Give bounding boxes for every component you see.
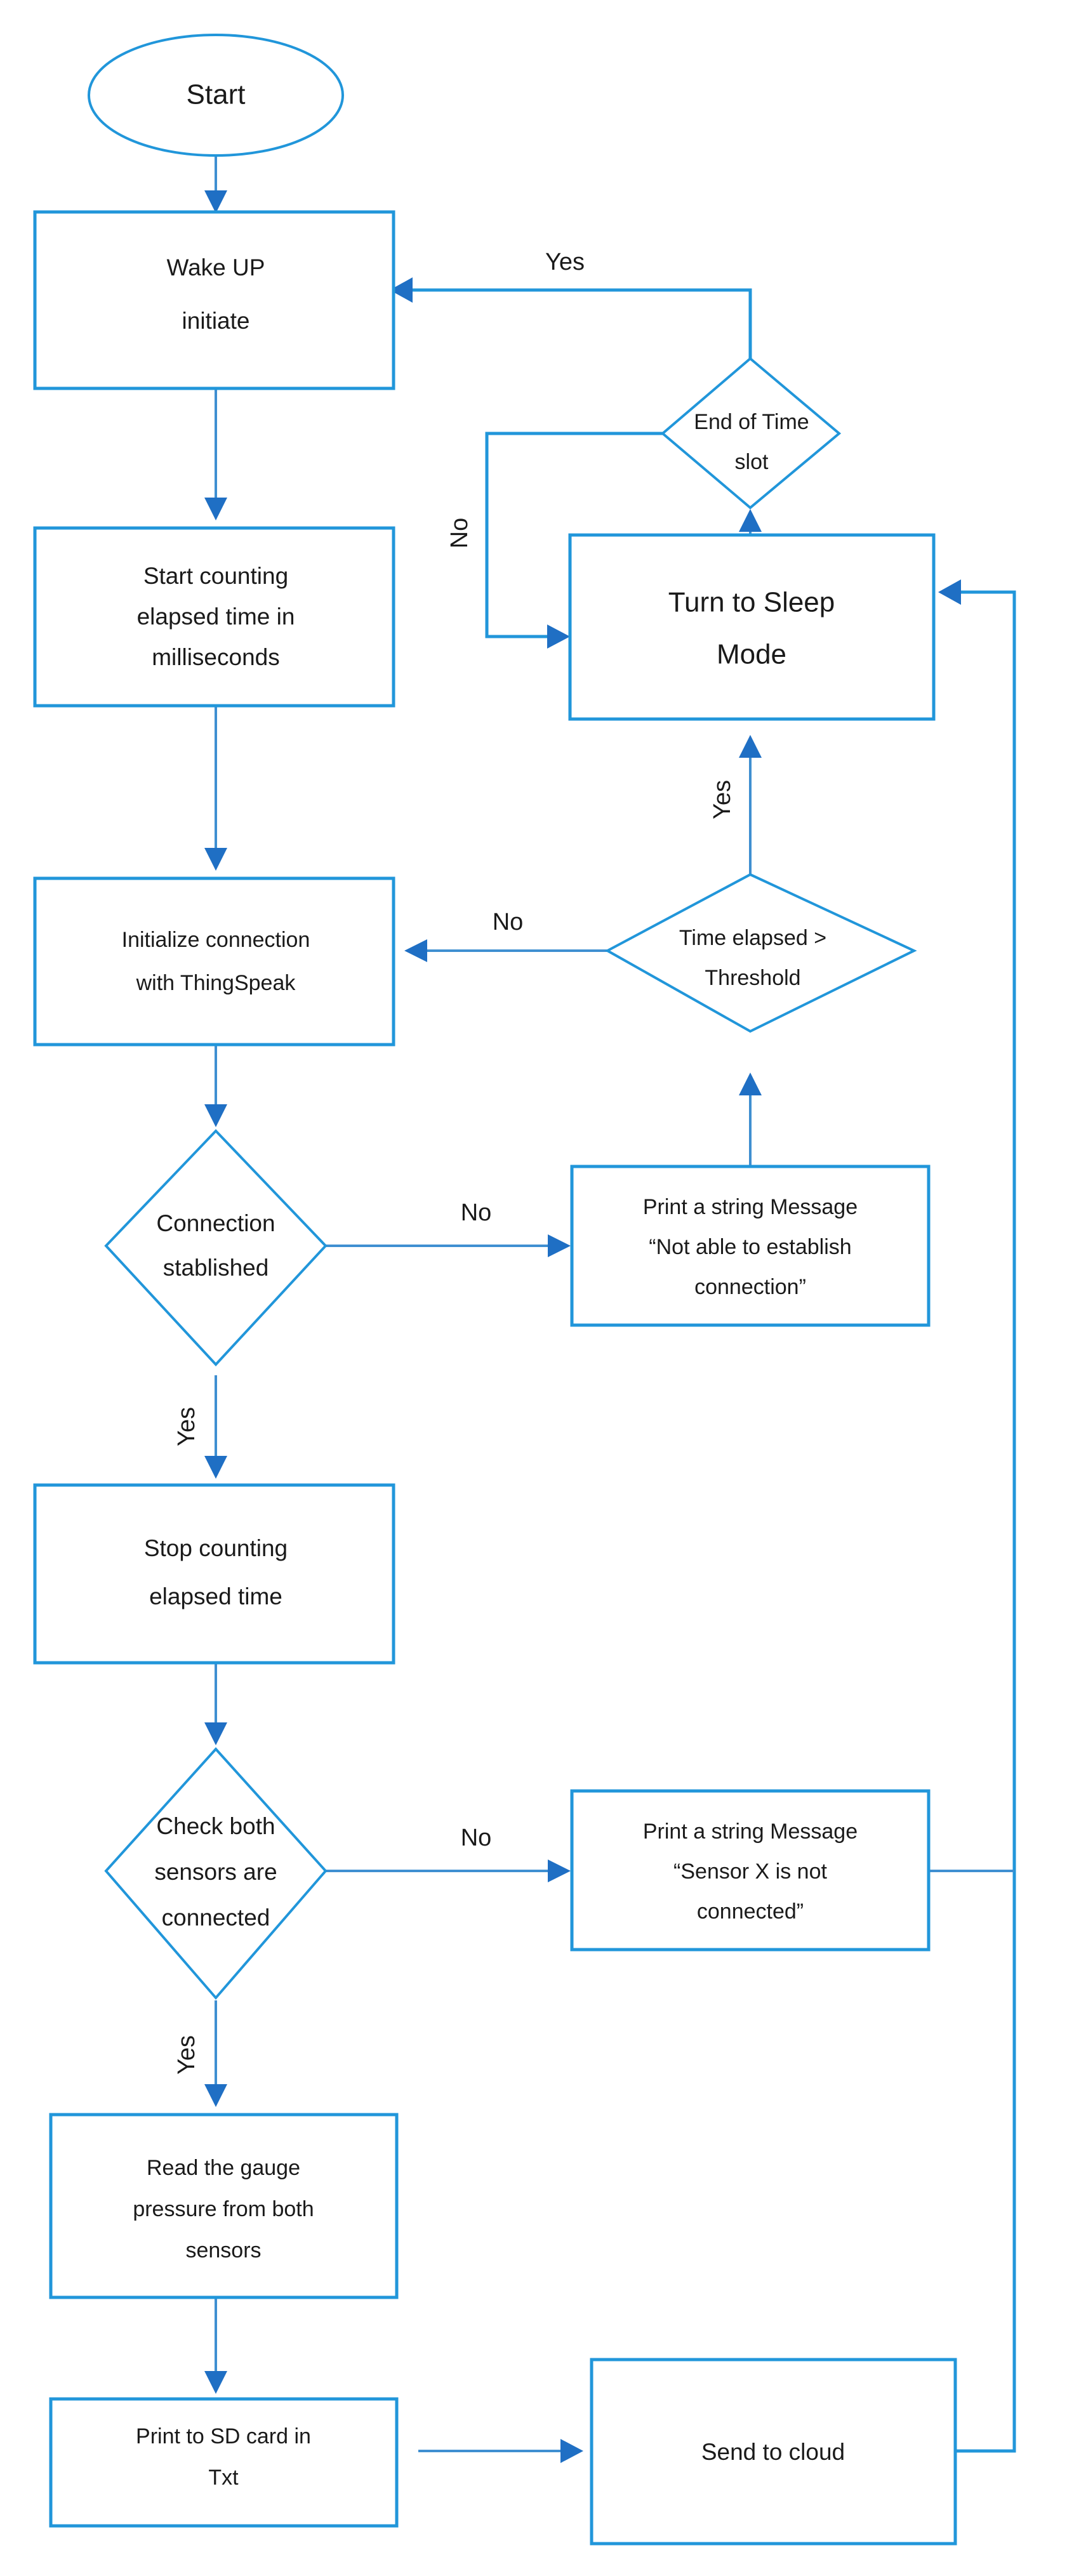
- node-cloud-label: Send to cloud: [701, 2439, 845, 2465]
- node-thresh-line1: Time elapsed >: [679, 926, 826, 950]
- node-read-line3: sensors: [185, 2238, 261, 2262]
- node-start-label: Start: [187, 79, 246, 110]
- node-read-line2: pressure from both: [133, 2197, 314, 2221]
- edge-wake-to-start-counting: [204, 388, 227, 520]
- node-initialize-connection[interactable]: Initialize connection with ThingSpeak: [33, 876, 395, 1047]
- node-wake-line2: initiate: [182, 308, 250, 334]
- edge-print-sd-to-cloud: [418, 2439, 583, 2463]
- edge-start-counting-to-init: [204, 706, 227, 871]
- node-conn-line2: stablished: [163, 1255, 269, 1281]
- edge-threshold-no-to-init: [404, 939, 607, 962]
- node-chk-line3: connected: [162, 1905, 270, 1931]
- edge-label-no-sensors-message: No: [461, 1825, 492, 1851]
- node-stop-counting[interactable]: Stop counting elapsed time: [33, 1483, 395, 1665]
- node-send-to-cloud[interactable]: Send to cloud: [590, 2358, 957, 2546]
- edge-sensors-no-to-message: [326, 1859, 571, 1882]
- node-print-sd-card[interactable]: Print to SD card in Txt: [49, 2397, 399, 2528]
- node-sd-line2: Txt: [208, 2466, 239, 2490]
- node-start-counting[interactable]: Start counting elapsed time in milliseco…: [33, 526, 395, 708]
- node-sleep-line1: Turn to Sleep: [668, 587, 835, 618]
- node-msgconn-line1: Print a string Message: [643, 1195, 858, 1219]
- node-count-line3: milliseconds: [152, 644, 280, 670]
- node-message-no-connection[interactable]: Print a string Message “Not able to esta…: [570, 1165, 931, 1327]
- node-init-line1: Initialize connection: [122, 928, 310, 952]
- node-wake-up-initiate[interactable]: Wake UP initiate: [33, 210, 395, 390]
- edge-label-no-timeslot-sleep: No: [446, 518, 473, 549]
- node-init-line2: with ThingSpeak: [136, 971, 296, 995]
- edge-connection-yes-to-stop: [204, 1375, 227, 1479]
- edge-label-yes-sensors-read: Yes: [173, 2035, 200, 2075]
- edge-label-yes-timeslot-wake: Yes: [545, 249, 585, 275]
- node-message-sensor-not-connected[interactable]: Print a string Message “Sensor X is not …: [570, 1789, 931, 1952]
- node-end-of-time-slot[interactable]: End of Time slot: [660, 357, 842, 510]
- node-msgconn-line3: connection”: [694, 1275, 806, 1299]
- node-count-line2: elapsed time in: [137, 604, 295, 630]
- node-chk-line2: sensors are: [154, 1859, 277, 1885]
- node-thresh-line2: Threshold: [705, 966, 800, 990]
- node-check-sensors[interactable]: Check both sensors are connected: [104, 1747, 328, 2000]
- node-count-line1: Start counting: [143, 563, 288, 589]
- node-time-elapsed-threshold[interactable]: Time elapsed > Threshold: [604, 873, 917, 1033]
- edge-threshold-yes-to-sleep: [739, 735, 762, 876]
- edge-label-yes-threshold-sleep: Yes: [709, 780, 736, 819]
- edge-init-to-connection-check: [204, 1045, 227, 1127]
- node-read-gauge-pressure[interactable]: Read the gauge pressure from both sensor…: [49, 2113, 399, 2299]
- node-msgsens-line1: Print a string Message: [643, 1820, 858, 1844]
- node-stop-line2: elapsed time: [149, 1583, 282, 1609]
- node-msgsens-line3: connected”: [697, 1899, 804, 1924]
- node-wake-line1: Wake UP: [167, 254, 265, 281]
- node-slot-line1: End of Time: [694, 410, 809, 434]
- node-slot-line2: slot: [735, 450, 769, 474]
- edge-timeslot-no-to-sleep: [485, 432, 663, 649]
- edge-label-no-connection-message: No: [461, 1199, 492, 1226]
- edge-read-to-print-sd: [204, 2297, 227, 2394]
- edge-stop-to-check-sensors: [204, 1663, 227, 1745]
- node-msgsens-line2: “Sensor X is not: [673, 1859, 827, 1884]
- node-msgconn-line2: “Not able to establish: [649, 1235, 851, 1259]
- edge-label-no-threshold-init: No: [493, 909, 524, 935]
- edge-cloud-to-sleep: [938, 579, 1016, 2453]
- node-connection-stablished[interactable]: Connection stablished: [104, 1129, 328, 1366]
- node-stop-line1: Stop counting: [144, 1535, 288, 1561]
- edge-message-to-threshold: [739, 1073, 762, 1166]
- edge-label-yes-connection-stop: Yes: [173, 1407, 200, 1446]
- node-sd-line1: Print to SD card in: [136, 2424, 311, 2448]
- edge-timeslot-yes-to-wake: [390, 277, 752, 359]
- edge-sensors-yes-to-read: [204, 2000, 227, 2107]
- edge-start-to-wake: [204, 154, 227, 213]
- node-start[interactable]: Start: [88, 34, 344, 157]
- node-sleep-line2: Mode: [717, 639, 786, 670]
- node-turn-to-sleep-mode[interactable]: Turn to Sleep Mode: [568, 533, 936, 721]
- edge-connection-no-to-message: [326, 1234, 571, 1257]
- node-chk-line1: Check both: [156, 1813, 275, 1839]
- node-conn-line1: Connection: [156, 1210, 275, 1236]
- node-read-line1: Read the gauge: [147, 2156, 300, 2180]
